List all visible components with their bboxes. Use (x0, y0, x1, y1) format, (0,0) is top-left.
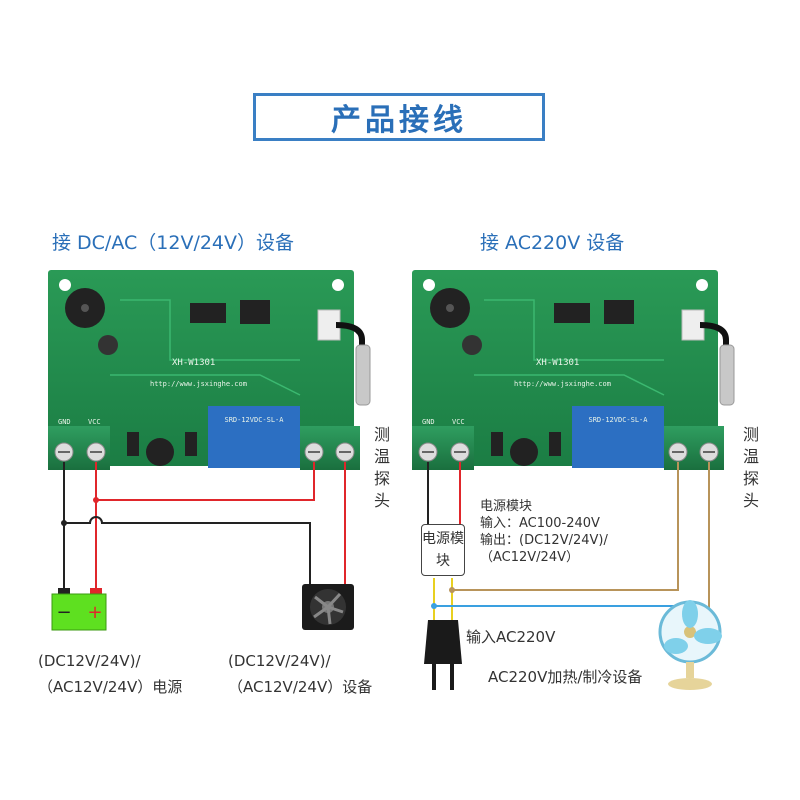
relay-block (572, 406, 664, 468)
capacitor-icon (462, 335, 482, 355)
relay-block (208, 406, 300, 468)
ac-plug-icon (424, 620, 462, 690)
ac-fan-icon (658, 600, 722, 690)
ic-chip (554, 303, 590, 323)
board-model-text: XH-W1301 (536, 358, 579, 368)
vcc-label: VCC (88, 418, 101, 426)
capacitor-icon (510, 438, 538, 466)
psu-input: 输入：AC100-240V (480, 516, 600, 531)
device-label-line1: (DC12V/24V)/ (228, 652, 331, 670)
psu-output-line1: 输出：(DC12V/24V)/ (480, 533, 608, 548)
psu-output-line2: （AC12V/24V） (480, 550, 579, 565)
left-temperature-probe (335, 322, 371, 406)
relay-text: SRD-12VDC-SL-A (224, 416, 284, 424)
right-relay-terminal (664, 426, 724, 470)
right-temperature-probe (699, 322, 735, 406)
left-probe-label: 测温探头 (373, 425, 390, 510)
battery-plus: + (87, 602, 102, 623)
ic-chip (240, 300, 270, 324)
power-label-line1: (DC12V/24V)/ (38, 652, 141, 670)
capacitor-icon (98, 335, 118, 355)
capacitor-icon (146, 438, 174, 466)
page-title: 产品接线 (331, 103, 467, 138)
plug-label: 输入AC220V (466, 628, 556, 646)
left-pcb-board: XH-W1301 http://www.jsxinghe.com SRD-12V… (48, 270, 354, 468)
ac-device-label: AC220V加热/制冷设备 (488, 668, 643, 686)
dc-fan-icon (302, 584, 354, 630)
board-model-text: XH-W1301 (172, 358, 215, 368)
right-probe-label: 测温探头 (742, 425, 759, 510)
relay-text: SRD-12VDC-SL-A (588, 416, 648, 424)
vcc-label: VCC (452, 418, 465, 426)
ic-chip (604, 300, 634, 324)
gnd-label: GND (58, 418, 71, 426)
power-module-box: 电源模块 (421, 524, 465, 576)
right-power-terminal (412, 426, 474, 470)
gnd-label: GND (422, 418, 435, 426)
board-url-text: http://www.jsxinghe.com (150, 380, 247, 388)
right-panel-title: 接 AC220V 设备 (480, 232, 625, 254)
left-power-terminal (48, 426, 110, 470)
battery-minus: − (56, 602, 71, 623)
power-label-line2: （AC12V/24V）电源 (38, 678, 183, 696)
device-label-line2: （AC12V/24V）设备 (228, 678, 373, 696)
right-wiring (427, 462, 710, 625)
power-module-box-label: 电源模块 (422, 531, 464, 569)
title-box: 产品接线 (253, 93, 545, 141)
board-url-text: http://www.jsxinghe.com (514, 380, 611, 388)
right-pcb-board: XH-W1301 http://www.jsxinghe.com SRD-12V… (412, 270, 718, 468)
battery-icon: − + (51, 588, 107, 631)
ic-chip (190, 303, 226, 323)
psu-title: 电源模块 (480, 499, 533, 514)
left-wiring (61, 462, 346, 590)
left-panel-title: 接 DC/AC（12V/24V）设备 (52, 232, 295, 254)
left-relay-terminal (300, 426, 360, 470)
